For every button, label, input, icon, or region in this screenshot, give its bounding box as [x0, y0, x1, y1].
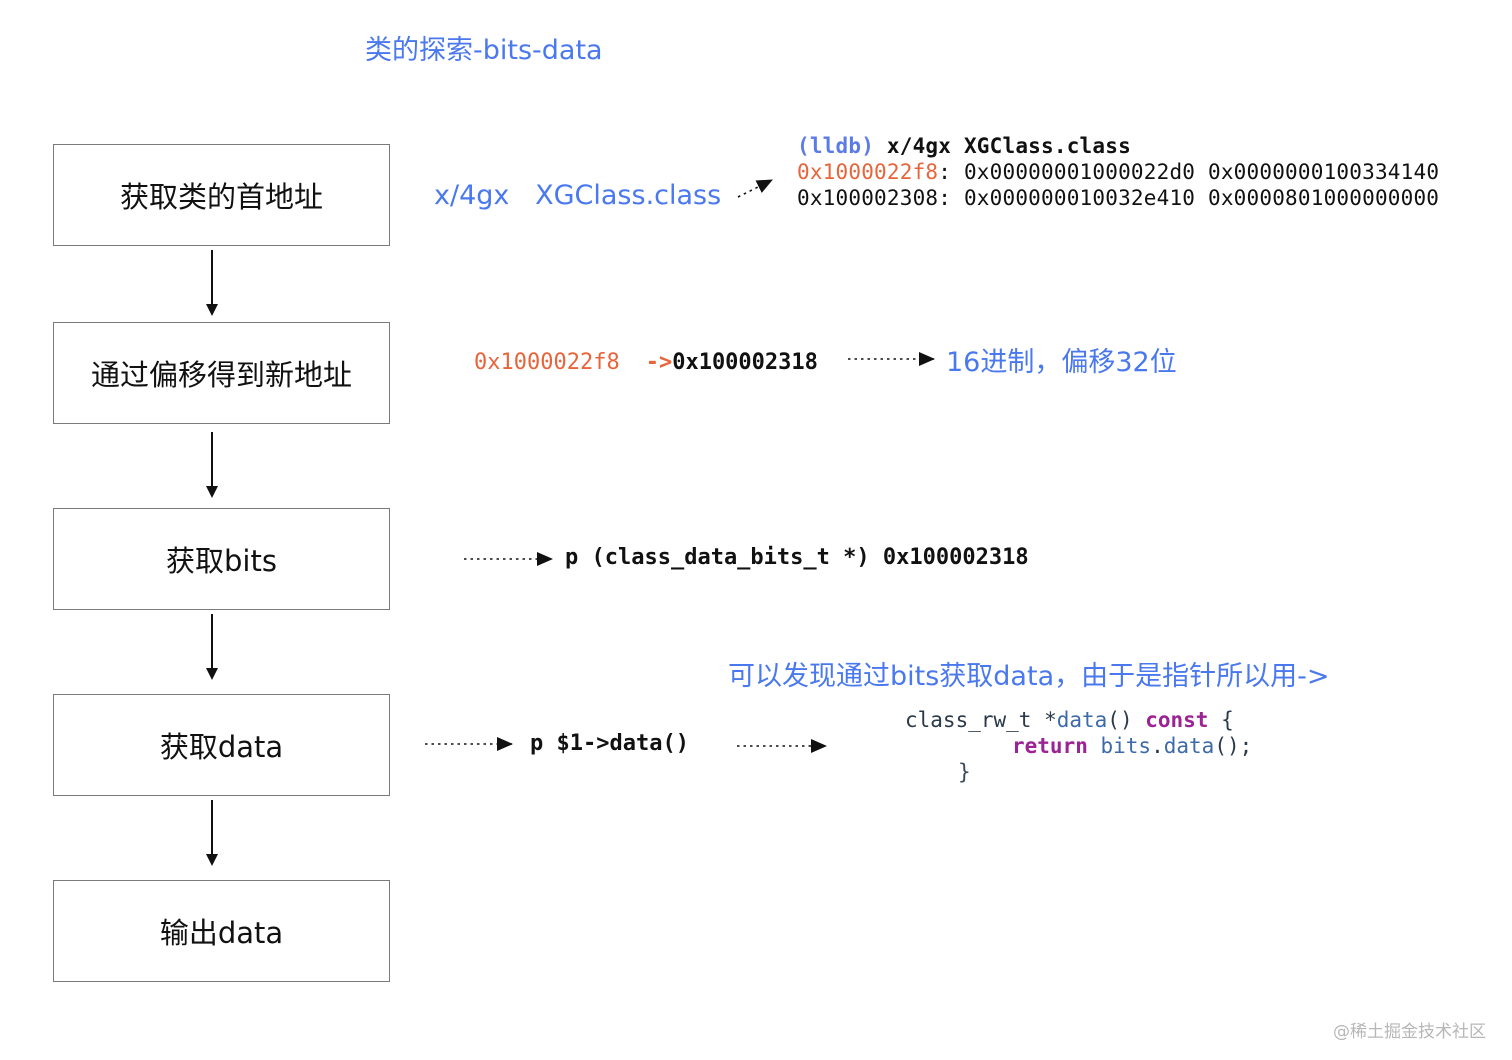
diagram-title: 类的探索-bits-data [365, 35, 603, 66]
step-box-offset-address: 通过偏移得到新地址 [53, 322, 390, 424]
data-command: p $1->data() [530, 731, 689, 756]
code-line-3: } [958, 760, 971, 784]
offset-from-address: 0x1000022f8 [474, 350, 620, 375]
class-address: 0x1000022f8 [797, 160, 939, 184]
code-parens: () [1107, 708, 1146, 732]
code-data-call: data [1163, 734, 1215, 758]
step-box-output-data: 输出data [53, 880, 390, 982]
lldb-command: x/4gx XGClass.class [874, 134, 1131, 158]
step-label: 通过偏移得到新地址 [90, 358, 352, 392]
code-dot: . [1151, 734, 1164, 758]
watermark: @稀土掘金技术社区 [1333, 1022, 1486, 1042]
step1-command: x/4gx XGClass.class [434, 180, 722, 211]
step-label: 输出data [159, 916, 284, 950]
step-label: 获取类的首地址 [119, 180, 323, 214]
step-box-get-data: 获取data [53, 694, 390, 796]
code-open-brace: { [1208, 708, 1234, 732]
code-bits-object: bits [1087, 734, 1152, 758]
lldb-output-line-2: 0x100002308: 0x000000010032e410 0x000080… [797, 186, 1440, 210]
offset-expression: 0x1000022f8 ->0x100002318 [474, 350, 818, 375]
code-line-1: class_rw_t *data() const { [905, 708, 1234, 732]
code-function-name: data [1056, 708, 1108, 732]
offset-to-address: 0x100002318 [672, 350, 818, 375]
memory-words-1: : 0x00000001000022d0 0x0000000100334140 [938, 160, 1440, 184]
lldb-output-line-1: 0x1000022f8: 0x00000001000022d0 0x000000… [797, 160, 1439, 184]
lldb-prompt: (lldb) [797, 134, 875, 158]
code-return-type: class_rw_t * [905, 708, 1057, 732]
lldb-command-line: (lldb) x/4gx XGClass.class [797, 134, 1131, 158]
code-keyword-const: const [1145, 708, 1209, 732]
code-call-end: (); [1214, 734, 1253, 758]
code-keyword-return: return [1012, 734, 1088, 758]
step-box-get-class-address: 获取类的首地址 [53, 144, 390, 246]
offset-arrow: -> [645, 350, 673, 375]
data-note: 可以发现通过bits获取data，由于是指针所以用-> [728, 661, 1330, 692]
step-label: 获取bits [166, 544, 277, 578]
step-box-get-bits: 获取bits [53, 508, 390, 610]
step-label: 获取data [159, 730, 284, 764]
code-line-2: return bits.data(); [1012, 734, 1252, 758]
dotted-arrow-step1 [737, 179, 773, 198]
bits-command: p (class_data_bits_t *) 0x100002318 [565, 545, 1029, 570]
offset-note: 16进制，偏移32位 [946, 347, 1177, 378]
